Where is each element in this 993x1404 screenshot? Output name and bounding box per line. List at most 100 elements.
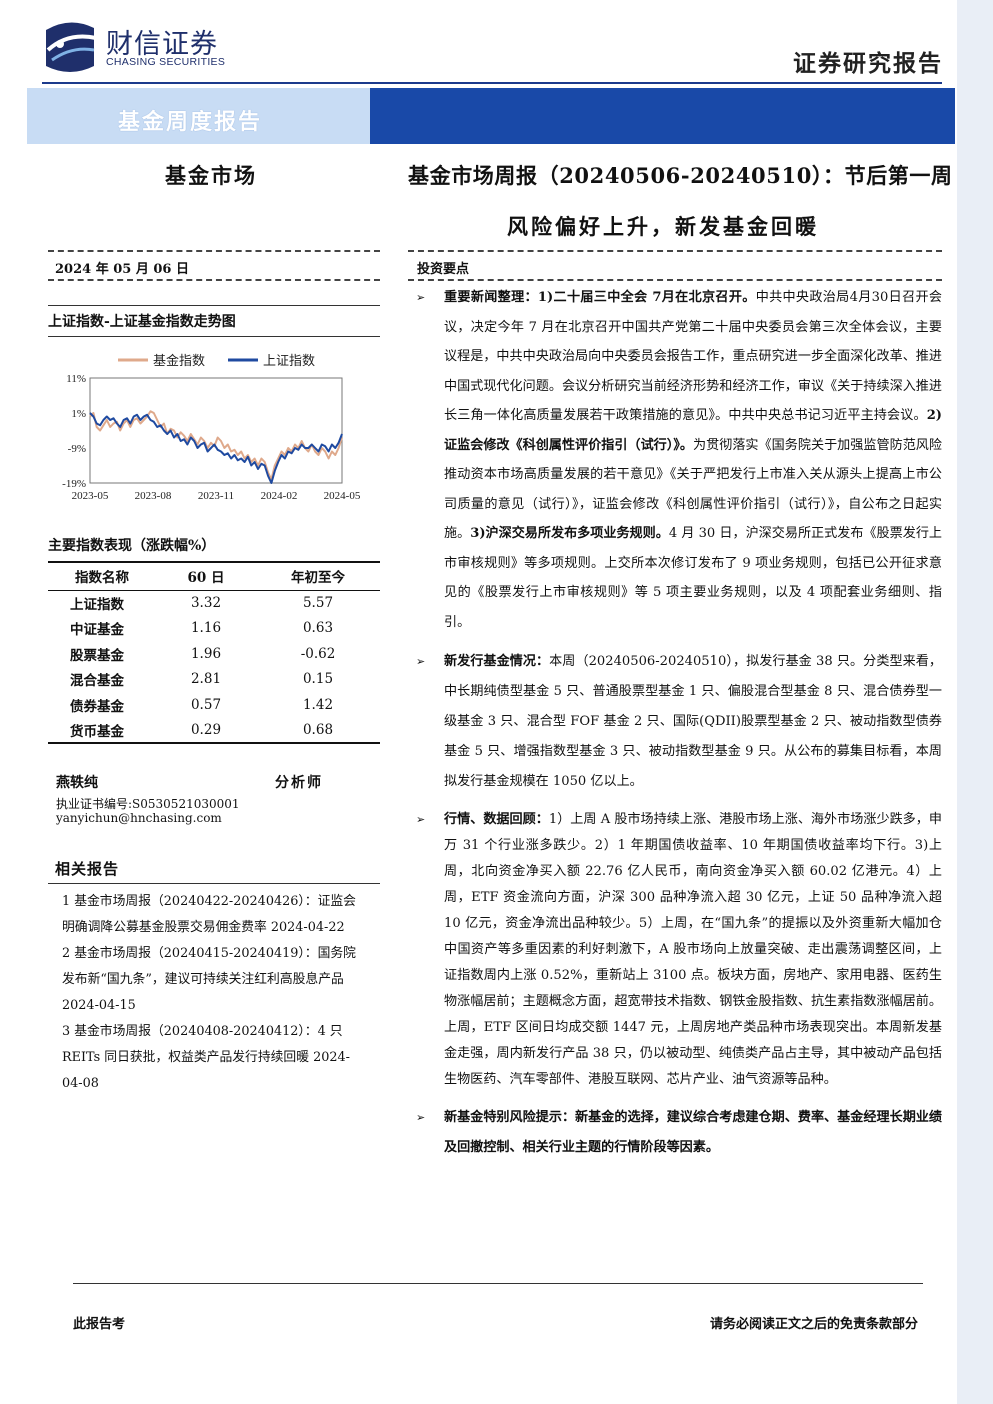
- arrow-bullet-icon: ➢: [416, 291, 426, 304]
- key-point-market-review: ➢ 行情、数据回顾：1）上周 A 股市场持续上涨、港股市场上涨、海外市场涨少跌多…: [416, 807, 942, 1093]
- key-point-risk-notice: ➢ 新基金特别风险提示：新基金的选择，建议综合考虑建仓期、费率、基金经理长期业绩…: [416, 1103, 942, 1162]
- value-60d: 0.29: [156, 717, 256, 744]
- related-reports-title: 相关报告: [55, 860, 120, 878]
- new-funds-text: 本周（20240506-20240510），拟发行基金 38 只。分类型来看，中…: [444, 654, 942, 789]
- document-type: 证券研究报告: [793, 50, 943, 77]
- news-lead: 重要新闻整理：1)二十届三中全会 7月在北京召开。: [444, 290, 756, 305]
- logo-cn-text: 财信证券: [106, 29, 218, 60]
- legend-label: 上证指数: [263, 354, 315, 369]
- footer-rule: [73, 1283, 923, 1284]
- arrow-bullet-icon: ➢: [416, 813, 426, 826]
- series-line: [89, 412, 343, 484]
- date-top-rule: [48, 250, 380, 252]
- index-trend-chart: 11% 1% -9% -19%2023-05 2023-08 2023-11 2024-02…: [62, 353, 361, 502]
- index-name: 上证指数: [70, 597, 124, 613]
- value-ytd: 5.57: [302, 595, 334, 611]
- chart-top-rule: [48, 305, 380, 306]
- series-line: [89, 410, 343, 481]
- key-points-list: ➢ 重要新闻整理：1)二十届三中全会 7月在北京召开。中共中央政治局4月30日召…: [416, 283, 942, 1172]
- related-report-link[interactable]: 2 基金市场周报（20240415-20240419）：国务院发布新“国九条”，…: [62, 946, 356, 1013]
- table-row: 上证指数 3.32 5.57: [48, 590, 380, 616]
- arrow-bullet-icon: ➢: [416, 655, 426, 668]
- report-title-line2: 风险偏好上升，新发基金回暖: [507, 214, 819, 239]
- index-name: 货币基金: [48, 717, 156, 744]
- related-reports-list: 1 基金市场周报（20240422-20240426）：证监会明确调降公募基金股…: [62, 889, 360, 1097]
- news-text-2: 为贯彻落实《国务院关于加强监管防范风险推动资本市场高质量发展的若干意见》《关于严…: [444, 437, 943, 542]
- value-60d: 2.81: [190, 671, 222, 688]
- page-side-strip: [957, 0, 993, 1404]
- x-tick-label: 2024-02: [261, 490, 298, 502]
- market-review-text: 1）上周 A 股市场持续上涨、港股市场上涨、海外市场涨少跌多，申万 31 个行业…: [444, 812, 942, 1087]
- x-tick-label: 2023-08: [135, 490, 172, 502]
- header-ytd: 年初至今: [256, 561, 380, 591]
- analyst-name: 燕轶纯: [56, 775, 98, 791]
- value-60d: 1.16: [190, 620, 222, 637]
- x-tick-label: 2023-05: [72, 490, 109, 502]
- key-points-label: 投资要点: [417, 262, 470, 277]
- report-title-line1: 基金市场周报（20240506-20240510）：节后第一周: [408, 163, 953, 188]
- key-points-bottom-rule: [408, 279, 942, 281]
- value-ytd: 0.15: [302, 671, 334, 688]
- section-name: 基金市场: [165, 163, 257, 188]
- report-date: 2024 年 05 月 06 日: [55, 262, 189, 277]
- logo-mark-icon: [46, 22, 97, 72]
- x-tick-label: 2023-11: [198, 490, 234, 502]
- header-index-name: 指数名称: [48, 561, 156, 591]
- value-60d: 0.57: [190, 696, 222, 713]
- table-row: 中证基金 1.16 0.63: [48, 616, 380, 642]
- related-report-link[interactable]: 1 基金市场周报（20240422-20240426）：证监会明确调降公募基金股…: [62, 894, 356, 935]
- table-row: 货币基金 0.29 0.68: [48, 717, 380, 744]
- news-text-3: 4 月 30 日，沪深交易所正式发布《股票发行上市审核规则》等多项规则。上交所本…: [444, 526, 943, 630]
- banner-title: 基金周度报告: [118, 109, 263, 135]
- chart-title: 上证指数-上证基金指数走势图: [48, 314, 236, 330]
- related-report-link[interactable]: 3 基金市场周报（20240408-20240412）：4 只 REITs 同日…: [62, 1024, 350, 1091]
- performance-table: 指数名称 60 日 年初至今 上证指数 3.32 5.57 中证基金 1.16 …: [48, 561, 380, 744]
- value-ytd: 0.63: [302, 620, 334, 637]
- analyst-role: 分析师: [275, 775, 323, 791]
- new-funds-lead: 新发行基金情况：: [444, 654, 550, 669]
- risk-notice-text: 新基金特别风险提示：新基金的选择，建议综合考虑建仓期、费率、基金经理长期业绩及回…: [444, 1110, 942, 1155]
- y-tick-label: -19%: [62, 478, 86, 490]
- y-tick-label: -9%: [68, 443, 86, 455]
- chart-plot-frame: [89, 377, 343, 484]
- table-row: 股票基金 1.96 -0.62: [48, 641, 380, 667]
- legend-label: 基金指数: [153, 353, 205, 369]
- news-heading-3: 3)沪深交易所发布多项业务规则。: [470, 526, 669, 541]
- performance-header-row: 指数名称 60 日 年初至今: [48, 561, 380, 591]
- key-points-top-rule: [408, 250, 942, 252]
- analyst-email-link[interactable]: yanyichun@hnchasing.com: [56, 811, 222, 825]
- value-ytd: 0.68: [256, 717, 380, 744]
- y-tick-label: 11%: [66, 373, 86, 385]
- footer-disclaimer-note: 请务必阅读正文之后的免责条款部分: [709, 1317, 918, 1332]
- news-heading-2: 2) 证监会修改《科创属性评价指引（试行）》。: [444, 408, 942, 453]
- news-text-1: 中共中央政治局4月30日召开会议，决定今年 7 月在北京召开中国共产党第二十届中…: [444, 290, 942, 423]
- table-row: 混合基金 2.81 0.15: [48, 667, 380, 693]
- value-ytd: -0.62: [300, 645, 336, 662]
- performance-title: 主要指数表现（涨跌幅%）: [48, 538, 216, 554]
- index-name: 中证基金: [70, 622, 124, 639]
- date-bottom-rule: [48, 279, 380, 281]
- header-60d: 60 日: [156, 561, 256, 591]
- market-review-lead: 行情、数据回顾：: [444, 812, 549, 827]
- banner-dark-block: [370, 88, 955, 144]
- related-title-rule: [48, 883, 380, 884]
- arrow-bullet-icon: ➢: [416, 1111, 426, 1124]
- value-ytd: 1.42: [302, 696, 334, 713]
- key-point-new-funds: ➢ 新发行基金情况：本周（20240506-20240510），拟发行基金 38…: [416, 647, 942, 797]
- analyst-cert-number: 执业证书编号:S0530521030001: [56, 797, 240, 811]
- x-tick-label: 2024-05: [324, 490, 361, 502]
- header-rule: [42, 82, 942, 84]
- value-60d: 1.96: [190, 645, 222, 662]
- chart-title-rule: [48, 336, 380, 337]
- index-name: 债券基金: [70, 698, 124, 715]
- index-name: 股票基金: [70, 647, 124, 664]
- company-logo: 财信证券 CHASING SECURITIES: [42, 20, 242, 76]
- footer-left-text: 此报告考: [73, 1317, 126, 1332]
- value-60d: 3.32: [190, 595, 222, 611]
- key-point-news: ➢ 重要新闻整理：1)二十届三中全会 7月在北京召开。中共中央政治局4月30日召…: [416, 283, 942, 637]
- table-row: 债券基金 0.57 1.42: [48, 692, 380, 718]
- logo-en-text: CHASING SECURITIES: [106, 56, 226, 68]
- index-name: 混合基金: [70, 673, 124, 690]
- y-tick-label: 1%: [71, 408, 86, 420]
- banner-light-block: [27, 88, 370, 144]
